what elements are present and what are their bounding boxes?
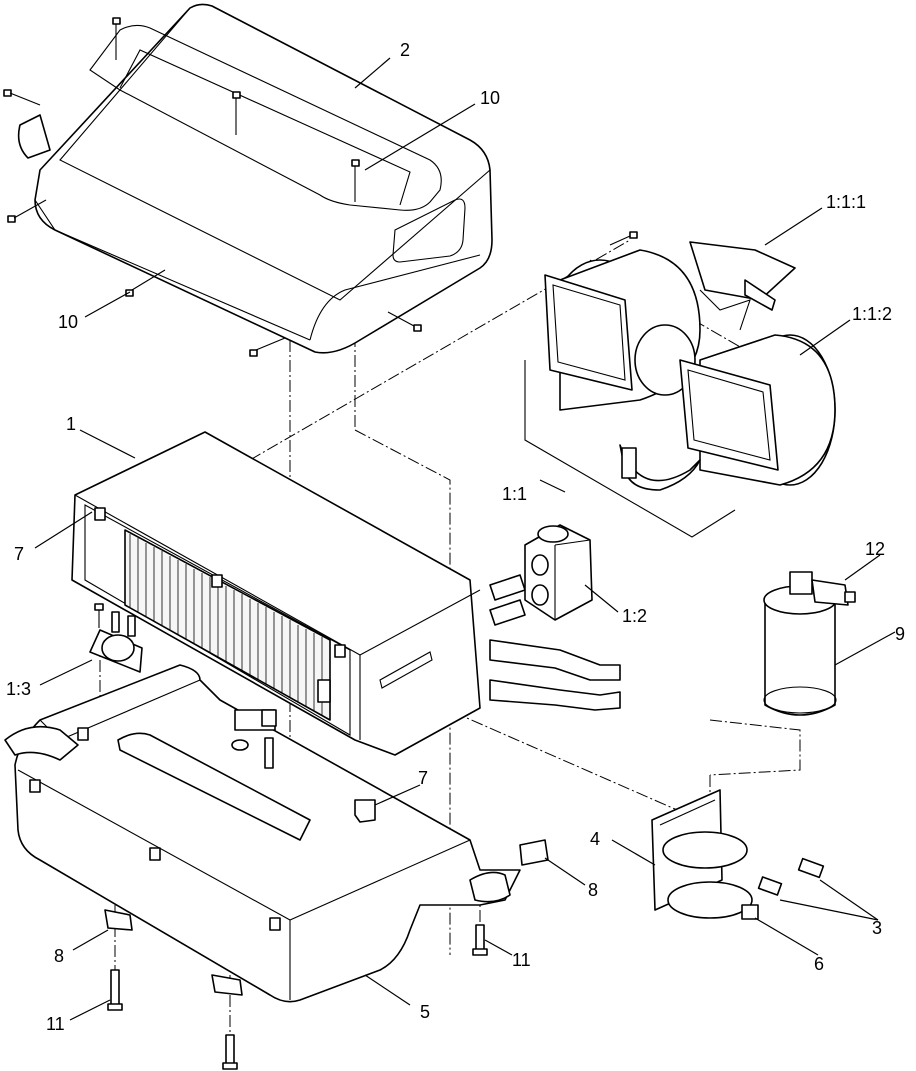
callout-9: 9 xyxy=(895,624,905,644)
clips xyxy=(104,799,549,996)
callout-10-left: 10 xyxy=(58,312,78,332)
cover-screws xyxy=(3,17,638,357)
screw-icon xyxy=(125,269,166,297)
callout-11-right: 11 xyxy=(512,950,531,970)
callout-1: 1 xyxy=(66,414,76,434)
screw-icon xyxy=(112,17,121,60)
callout-1-3: 1:3 xyxy=(6,679,31,699)
callout-labels: 2 10 1:1:1 1:1:2 10 1 1:1 7 12 1:2 9 1:3… xyxy=(6,40,905,1034)
screw-icon xyxy=(609,231,638,246)
bolt-icon xyxy=(472,924,488,956)
callout-12: 12 xyxy=(865,539,885,559)
screw-icon xyxy=(351,159,360,202)
screw-icon xyxy=(7,199,47,223)
callout-7-top: 7 xyxy=(14,544,24,564)
callout-7-bottom: 7 xyxy=(418,768,428,788)
bolt-icon xyxy=(222,1034,238,1070)
receiver-drier xyxy=(763,571,856,716)
callout-10-top: 10 xyxy=(480,88,500,108)
expansion-valve xyxy=(524,524,593,621)
clip-icon xyxy=(354,799,376,823)
screw-icon xyxy=(3,89,41,106)
clip-icon xyxy=(211,974,243,996)
bottom-pan xyxy=(4,664,521,1003)
callout-2: 2 xyxy=(400,40,410,60)
screw-icon xyxy=(94,603,104,628)
callout-6: 6 xyxy=(814,954,824,974)
callout-1-1-1: 1:1:1 xyxy=(826,192,866,212)
callout-1-1-2: 1:1:2 xyxy=(852,304,892,324)
screw-icon xyxy=(232,91,241,135)
leader-lines xyxy=(34,57,896,1021)
callout-11-left: 11 xyxy=(46,1014,65,1034)
screw-icon xyxy=(249,337,286,357)
bottom-bolts xyxy=(107,924,488,1070)
thermostat-switch xyxy=(89,603,143,673)
callout-8-right: 8 xyxy=(588,880,598,900)
bolt-icon xyxy=(107,969,123,1011)
drier-bracket xyxy=(651,789,825,920)
callout-8-left: 8 xyxy=(54,946,64,966)
callout-1-1: 1:1 xyxy=(502,484,527,504)
callout-3: 3 xyxy=(872,918,882,938)
callout-4: 4 xyxy=(590,829,600,849)
evaporator-fins xyxy=(129,534,323,715)
clip-icon xyxy=(519,839,549,866)
callout-1-2: 1:2 xyxy=(622,606,647,626)
callout-5: 5 xyxy=(420,1002,430,1022)
blower-assembly xyxy=(524,241,836,538)
top-cover xyxy=(17,3,493,354)
evaporator-housing xyxy=(71,431,621,756)
bolt-icon xyxy=(757,876,783,896)
clip-icon xyxy=(104,909,133,931)
bolt-icon xyxy=(797,857,825,879)
screw-icon xyxy=(387,311,422,332)
